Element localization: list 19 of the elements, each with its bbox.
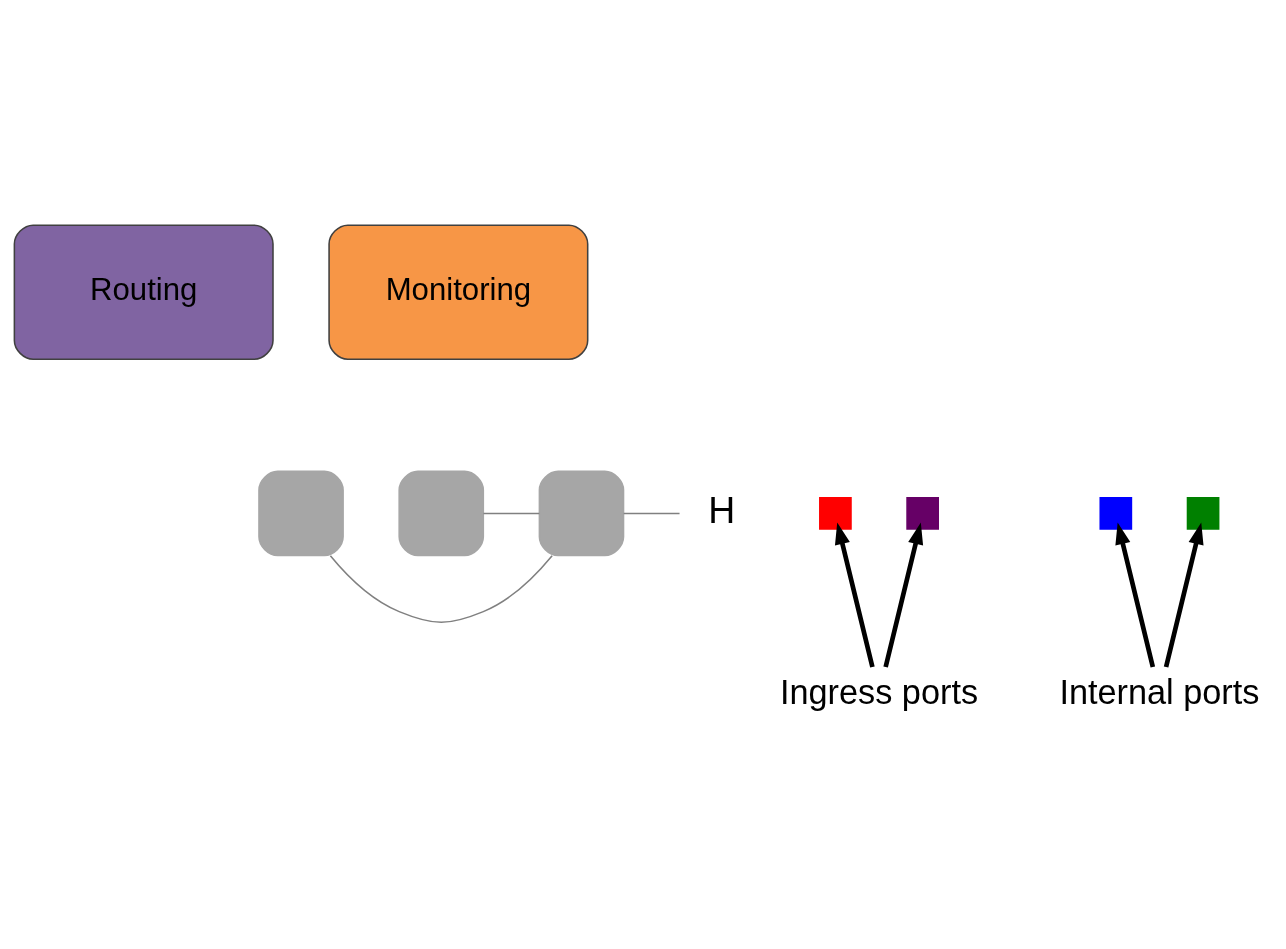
node-box [398, 470, 485, 557]
node-box [258, 470, 344, 557]
node-box [1099, 497, 1133, 530]
arrow [1115, 522, 1156, 668]
connector [329, 554, 553, 624]
node-box: Routing [13, 224, 274, 360]
node-box: Monitoring [328, 224, 589, 360]
node-box [538, 470, 625, 557]
arrow [883, 522, 924, 668]
node-box [819, 497, 852, 530]
arrow [834, 522, 875, 668]
node-text: H [708, 489, 736, 532]
node-box [906, 497, 939, 530]
node-text: Internal ports [1059, 673, 1260, 712]
connector [622, 512, 681, 515]
node-text: Ingress ports [779, 673, 979, 712]
arrow [1163, 522, 1204, 668]
node-box [1186, 497, 1220, 530]
connector [482, 512, 541, 515]
